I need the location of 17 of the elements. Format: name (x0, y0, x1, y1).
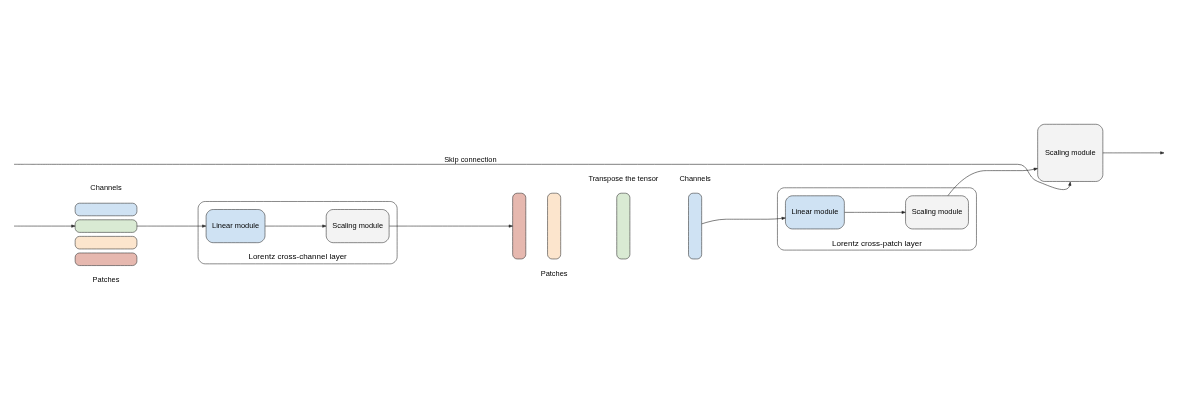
arrow (844, 210, 906, 214)
node-bar (512, 192, 527, 259)
node-bar (74, 202, 138, 216)
node-bar (616, 192, 631, 259)
arrow (389, 224, 513, 228)
arrow (264, 224, 327, 228)
arrow (136, 224, 207, 228)
arrow (13, 224, 76, 228)
node-bar (74, 252, 138, 266)
node-bar (74, 219, 138, 233)
node-bar (74, 235, 138, 249)
node-bar (547, 192, 561, 259)
node-bar (688, 192, 702, 259)
arrow (947, 167, 1038, 196)
arrow (701, 216, 786, 224)
arrow (1102, 150, 1165, 154)
arrow (13, 163, 1072, 190)
